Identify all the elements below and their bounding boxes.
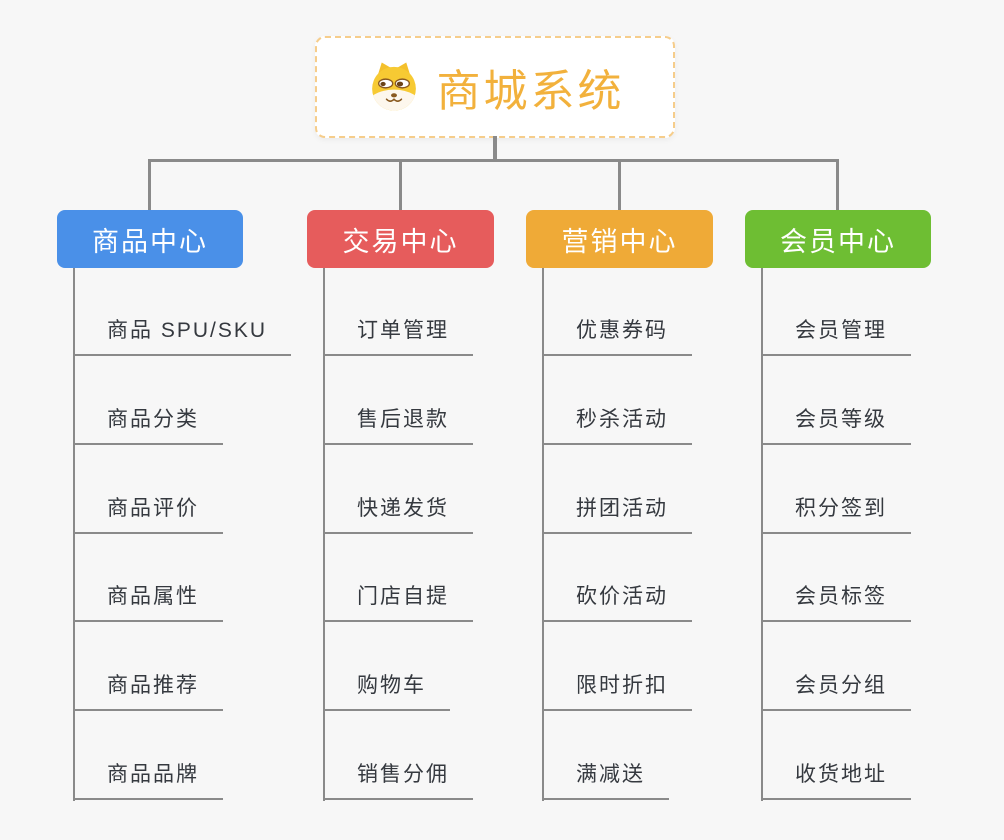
branch-box-product-center[interactable]: 商品中心 (57, 210, 243, 268)
leaf-node[interactable]: 商品评价 (73, 494, 223, 534)
branch-box-member-center[interactable]: 会员中心 (745, 210, 931, 268)
shiba-dog-icon (371, 62, 416, 111)
branch-spine-marketing (542, 268, 544, 801)
leaf-node[interactable]: 拼团活动 (542, 494, 692, 534)
leaf-node[interactable]: 秒杀活动 (542, 405, 692, 445)
leaf-node[interactable]: 购物车 (323, 671, 450, 711)
leaf-node[interactable]: 优惠券码 (542, 316, 692, 356)
leaf-node[interactable]: 限时折扣 (542, 671, 692, 711)
leaf-node[interactable]: 商品推荐 (73, 671, 223, 711)
branch-box-marketing-center[interactable]: 营销中心 (526, 210, 713, 268)
leaf-node[interactable]: 商品 SPU/SKU (73, 316, 292, 356)
connector-drop-trade (399, 159, 402, 211)
leaf-node[interactable]: 商品品牌 (73, 760, 223, 800)
leaf-node[interactable]: 会员管理 (761, 316, 911, 356)
connector-root-stem (493, 136, 497, 160)
leaf-node[interactable]: 订单管理 (323, 316, 473, 356)
leaf-node[interactable]: 会员分组 (761, 671, 911, 711)
leaf-node[interactable]: 会员等级 (761, 405, 911, 445)
root-title: 商城系统 (436, 67, 625, 116)
leaf-node[interactable]: 销售分佣 (323, 760, 473, 800)
leaf-node[interactable]: 售后退款 (323, 405, 473, 445)
leaf-node[interactable]: 会员标签 (761, 582, 911, 622)
leaf-node[interactable]: 门店自提 (323, 582, 473, 622)
leaf-node[interactable]: 快递发货 (323, 494, 473, 534)
leaf-node[interactable]: 收货地址 (761, 760, 911, 800)
root-node[interactable]: 商城系统 (315, 36, 675, 138)
branch-spine-member (761, 268, 763, 801)
leaf-node[interactable]: 满减送 (542, 760, 669, 800)
branch-spine-trade (323, 268, 325, 801)
branch-box-trade-center[interactable]: 交易中心 (307, 210, 494, 268)
leaf-node[interactable]: 商品属性 (73, 582, 223, 622)
connector-rail (148, 159, 839, 162)
leaf-node[interactable]: 商品分类 (73, 405, 223, 445)
connector-drop-product (148, 159, 151, 211)
leaf-node[interactable]: 砍价活动 (542, 582, 692, 622)
connector-drop-member (836, 159, 839, 211)
leaf-node[interactable]: 积分签到 (761, 494, 911, 534)
branch-spine-product (73, 268, 75, 801)
connector-drop-marketing (618, 159, 621, 211)
